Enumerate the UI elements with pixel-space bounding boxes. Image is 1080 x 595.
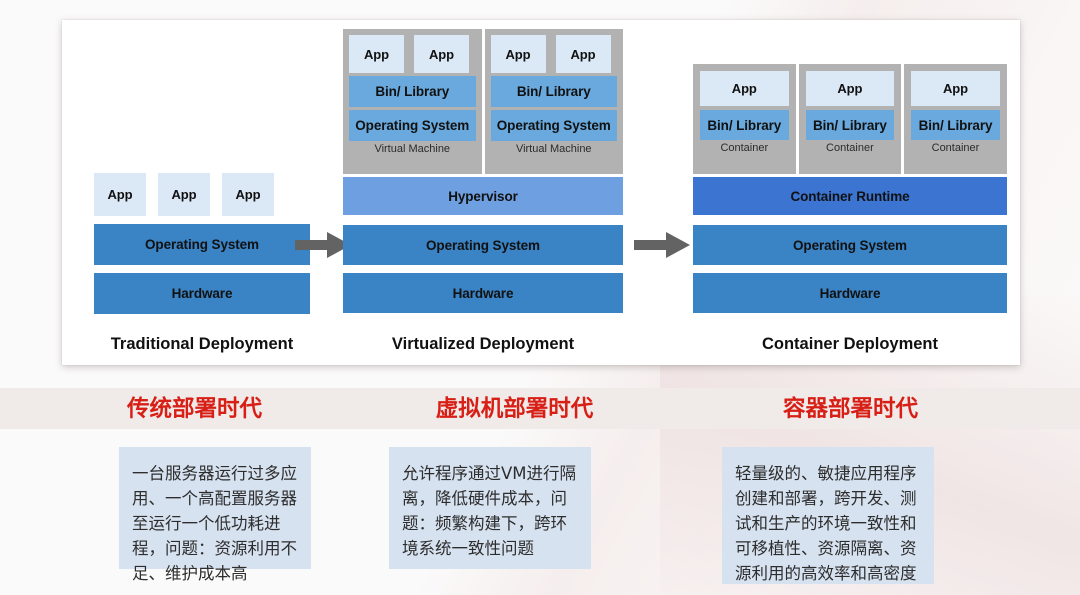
- hardware-bar: Hardware: [343, 273, 623, 313]
- guest-operating-system-bar: Operating System: [490, 110, 617, 141]
- container-group: App Bin/ Library Container: [798, 64, 902, 174]
- vm-app-row: App App: [349, 35, 476, 73]
- operating-system-bar: Operating System: [693, 225, 1007, 265]
- section-heading-virtualized: 虚拟机部署时代: [435, 396, 594, 422]
- container-runtime-bar: Container Runtime: [693, 177, 1007, 215]
- virtual-machine-label: Virtual Machine: [374, 143, 451, 155]
- app-box: App: [349, 35, 404, 73]
- operating-system-bar: Operating System: [94, 224, 310, 265]
- bin-library-bar: Bin/ Library: [805, 110, 895, 140]
- app-box: App: [555, 35, 611, 73]
- app-box: App: [490, 35, 546, 73]
- traditional-deployment-title: Traditional Deployment: [110, 335, 294, 353]
- container-deployment-title: Container Deployment: [761, 335, 939, 353]
- app-box: App: [158, 173, 210, 216]
- container-group-row: App Bin/ Library Container App Bin/ Libr…: [693, 64, 1007, 174]
- column-traditional-deployment: App App App Operating System Hardware: [94, 20, 310, 365]
- deployment-diagram-panel: App App App Operating System Hardware Tr…: [62, 20, 1020, 365]
- bin-library-bar: Bin/ Library: [700, 110, 789, 140]
- note-container-deployment: 轻量级的、敏捷应用程序创建和部署，跨开发、测试和生产的环境一致性和可移植性、资源…: [722, 447, 934, 584]
- note-virtualized-deployment: 允许程序通过VM进行隔离，降低硬件成本，问题：频繁构建下，跨环境系统一致性问题: [389, 447, 591, 569]
- arrow-right-icon: [634, 232, 690, 258]
- app-box: App: [222, 173, 274, 216]
- container-label: Container: [826, 142, 874, 154]
- virtual-machine-group: App App Bin/ Library Operating System Vi…: [343, 29, 482, 174]
- vm-app-row: App App: [490, 35, 618, 73]
- bin-library-bar: Bin/ Library: [349, 76, 476, 107]
- virtual-machine-group-row: App App Bin/ Library Operating System Vi…: [343, 29, 623, 174]
- hardware-bar: Hardware: [693, 273, 1007, 313]
- virtualized-deployment-title: Virtualized Deployment: [391, 335, 575, 353]
- container-label: Container: [720, 142, 769, 154]
- app-box: App: [805, 71, 895, 106]
- traditional-app-row: App App App: [94, 173, 310, 216]
- bin-library-bar: Bin/ Library: [490, 76, 617, 107]
- note-traditional-deployment: 一台服务器运行过多应用、一个高配置服务器至运行一个低功耗进程，问题：资源利用不足…: [119, 447, 311, 583]
- app-box: App: [911, 71, 1000, 106]
- bin-library-bar: Bin/ Library: [911, 110, 1000, 140]
- virtual-machine-group: App App Bin/ Library Operating System Vi…: [484, 29, 623, 174]
- container-group: App Bin/ Library Container: [693, 64, 796, 174]
- virtual-machine-label: Virtual Machine: [515, 143, 592, 155]
- container-group: App Bin/ Library Container: [904, 64, 1007, 174]
- guest-operating-system-bar: Operating System: [349, 110, 476, 141]
- section-heading-container: 容器部署时代: [782, 396, 918, 422]
- section-heading-traditional: 传统部署时代: [126, 396, 262, 422]
- app-box: App: [414, 35, 469, 73]
- arrow-right-icon: [295, 232, 351, 258]
- container-label: Container: [931, 142, 980, 154]
- section-heading-band: [0, 388, 1080, 429]
- column-virtualized-deployment: App App Bin/ Library Operating System Vi…: [343, 20, 623, 365]
- hardware-bar: Hardware: [94, 273, 310, 314]
- operating-system-bar: Operating System: [343, 225, 623, 265]
- hypervisor-bar: Hypervisor: [343, 177, 623, 215]
- app-box: App: [700, 71, 789, 106]
- app-box: App: [94, 173, 146, 216]
- column-container-deployment: App Bin/ Library Container App Bin/ Libr…: [693, 20, 1007, 365]
